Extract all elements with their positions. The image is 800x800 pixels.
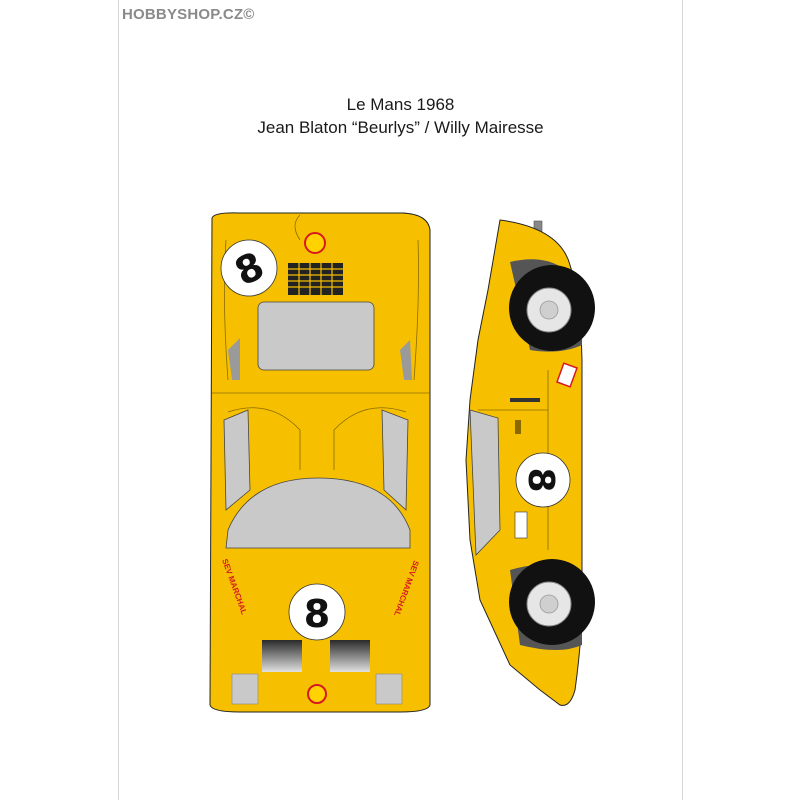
top-number-roundel-rear: 8 [288,583,346,641]
front-glass-panel [257,301,375,371]
watermark-logo: HOBBYSHOP.CZ© [122,6,255,23]
top-number-roundel-front: 8 [220,239,278,297]
side-window [469,409,501,556]
decal-sheet [118,0,683,800]
car-side-view: 8 [465,219,595,706]
shell-logo-side [556,362,578,388]
rear-vent-left [262,640,302,672]
rear-vent-right [330,640,370,672]
race-number-side: 8 [520,467,561,492]
right-side-window [381,409,409,511]
shell-logo-rear [307,684,327,704]
rear-wheel [509,559,595,645]
hood-vent-grille [288,263,343,295]
event-title: Le Mans 1968 [346,95,455,114]
front-wheel [509,265,595,351]
car-top-view: 8 8 SEV MARCHAL SEV MARCHAL [209,212,431,713]
drivers-title: Jean Blaton “Beurlys” / Willy Mairesse [257,118,544,137]
race-number-rear: 8 [304,592,330,636]
shell-logo-front [304,232,326,254]
side-number-roundel: 8 [515,452,571,508]
sponsor-decal-side [514,511,528,539]
left-side-window [223,409,251,511]
rear-glass-canopy [225,477,411,549]
